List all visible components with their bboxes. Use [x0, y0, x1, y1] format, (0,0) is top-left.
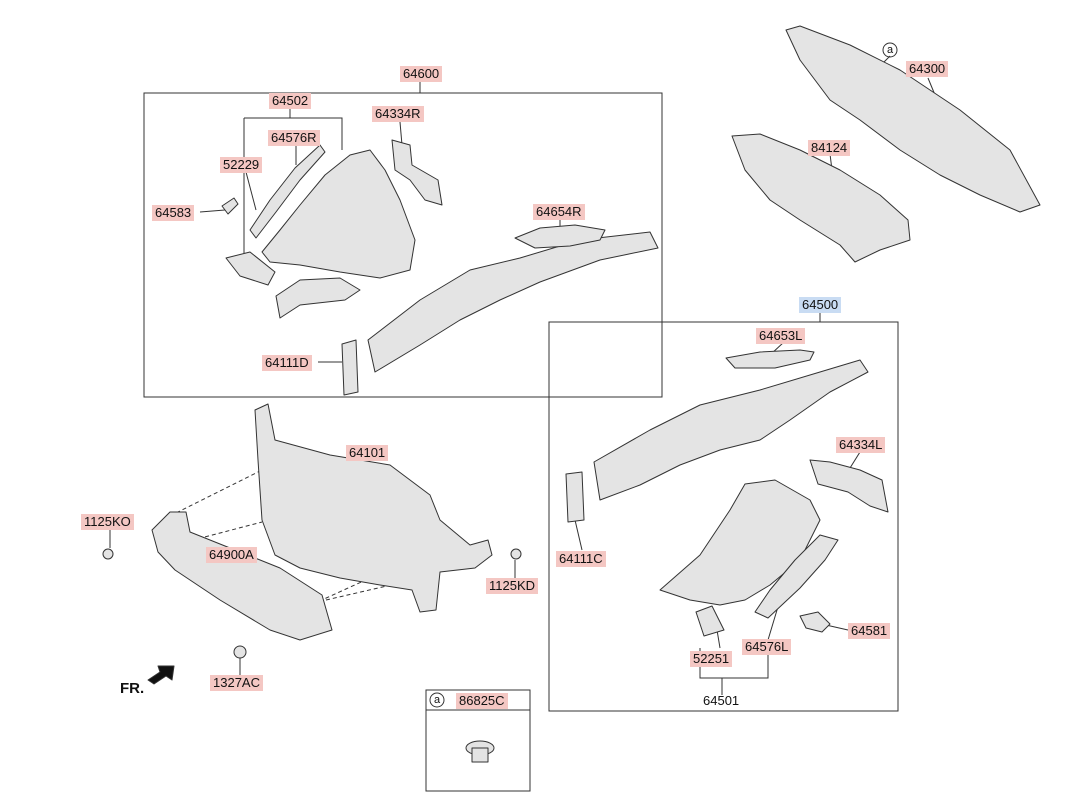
callout-64653L[interactable]: 64653L — [756, 328, 806, 344]
front-arrow-icon — [147, 665, 175, 685]
group-box-64500 — [548, 321, 899, 712]
callout-64600[interactable]: 64600 — [400, 66, 443, 82]
ref-marker-a-inset: a — [433, 694, 441, 706]
part-bolt-1125KO — [102, 548, 114, 560]
part-plate-64111D — [341, 339, 359, 396]
callout-52229[interactable]: 52229 — [220, 157, 263, 173]
part-inner-fender-right — [261, 149, 416, 279]
part-bolt-1125KD — [510, 548, 522, 560]
callout-64300[interactable]: 64300 — [906, 61, 949, 77]
callout-64576L[interactable]: 64576L — [742, 639, 792, 655]
ref-circle-a-inset — [429, 692, 445, 708]
callout-64900A[interactable]: 64900A — [206, 547, 257, 563]
callout-1327AC[interactable]: 1327AC — [210, 675, 263, 691]
callout-64502[interactable]: 64502 — [269, 93, 312, 109]
part-reinforcement-right — [249, 144, 326, 239]
callout-1125KO[interactable]: 1125KO — [81, 514, 134, 530]
callout-86825C[interactable]: 86825C — [456, 693, 508, 709]
callout-64334R[interactable]: 64334R — [372, 106, 424, 122]
callout-64101[interactable]: 64101 — [346, 445, 389, 461]
part-gusset-52229 — [225, 251, 276, 286]
callout-64581[interactable]: 64581 — [848, 623, 891, 639]
callout-64654R[interactable]: 64654R — [533, 204, 585, 220]
part-bracket-64581 — [799, 611, 831, 633]
part-reinforcement-left — [754, 534, 839, 619]
part-bumper-beam-64900A — [151, 511, 333, 641]
part-apron-64334L — [809, 459, 889, 513]
part-rear-member-frame — [275, 277, 361, 319]
part-nut-1327AC — [233, 645, 247, 659]
ref-marker-a-top: a — [886, 44, 894, 56]
group-box-64600 — [143, 92, 663, 398]
front-direction-label: FR. — [120, 680, 145, 697]
callout-64111C[interactable]: 64111C — [556, 551, 606, 567]
callout-1125KD[interactable]: 1125KD — [486, 578, 539, 594]
callout-64576R[interactable]: 64576R — [268, 130, 320, 146]
part-clip-shank — [471, 747, 489, 763]
callout-64334L[interactable]: 64334L — [836, 437, 886, 453]
callout-84124[interactable]: 84124 — [808, 140, 851, 156]
callout-64501[interactable]: 64501 — [703, 693, 740, 708]
part-upper-member-64654R — [514, 224, 606, 249]
part-gusset-52251 — [695, 605, 725, 637]
part-dash-panel-64300 — [785, 25, 1041, 213]
inset-box-86825C — [425, 689, 531, 792]
part-upper-member-64653L — [725, 349, 815, 369]
part-side-member-left — [593, 359, 869, 501]
ref-circle-a-top — [882, 42, 898, 58]
callout-64500[interactable]: 64500 — [799, 297, 842, 313]
part-plate-64111C — [565, 471, 585, 523]
part-bracket-64583 — [221, 197, 239, 215]
part-inner-fender-left — [659, 479, 821, 606]
part-side-member-right — [367, 231, 659, 373]
part-apron-64334R — [391, 139, 443, 206]
callout-64583[interactable]: 64583 — [152, 205, 195, 221]
callout-52251[interactable]: 52251 — [690, 651, 733, 667]
callout-64111D[interactable]: 64111D — [262, 355, 312, 371]
part-dash-insulator-84124 — [731, 133, 911, 263]
